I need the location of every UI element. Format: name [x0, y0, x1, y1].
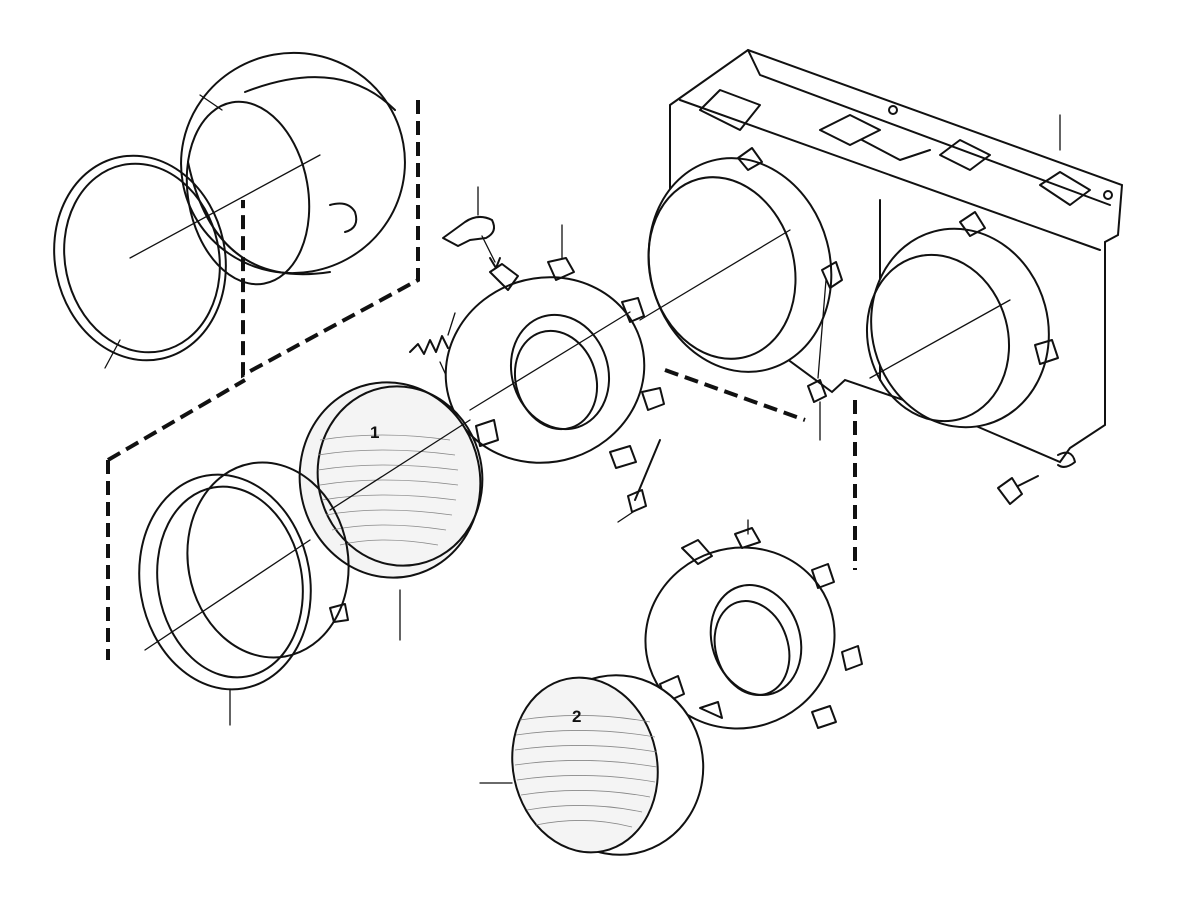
assembly-bracket-right [664, 368, 857, 570]
retaining-clip [442, 186, 501, 269]
assembly-bracket-lower [106, 378, 247, 660]
headlamp-unit-1: 1 [298, 381, 484, 641]
bezel-ring [138, 461, 350, 726]
callout-2: 2 [572, 707, 581, 726]
mounting-ring-upper [444, 224, 665, 469]
mounting-ring-lower [644, 519, 863, 730]
outer-trim-shroud [129, 51, 406, 286]
mounting-screw [617, 439, 661, 523]
housing-screw [997, 451, 1076, 505]
assembly-bracket-upper [241, 100, 420, 379]
callout-1: 1 [370, 423, 379, 442]
housing-bore-left [639, 147, 843, 373]
housing-bore-right [865, 211, 1059, 429]
headlamp-unit-2: 2 [479, 674, 705, 856]
housing-nut [807, 279, 827, 441]
